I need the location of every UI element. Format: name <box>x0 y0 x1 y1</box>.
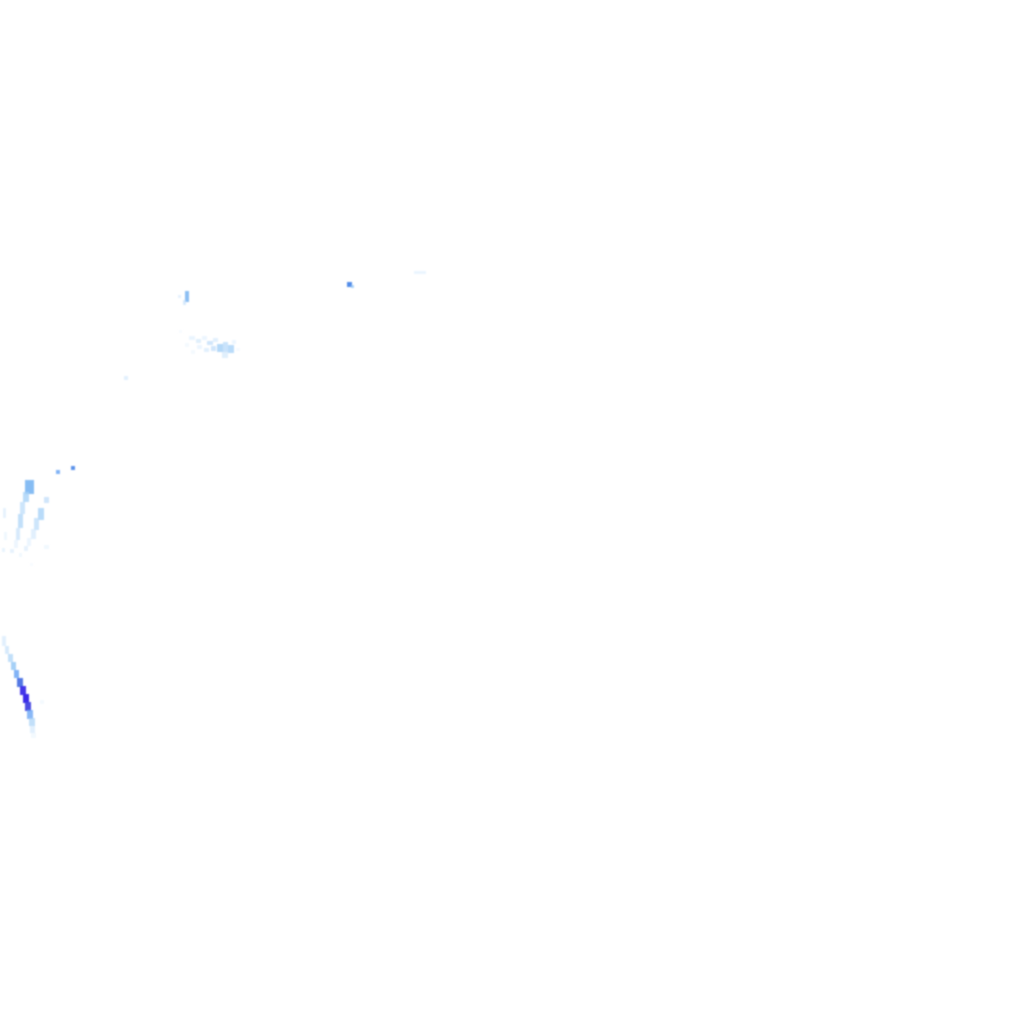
pixel-mark <box>124 376 128 380</box>
pixel-mark <box>24 546 28 551</box>
pixel-mark <box>11 662 16 670</box>
pixel-mark <box>30 726 35 733</box>
pixel-mark <box>204 348 209 352</box>
pixel-mark <box>222 352 228 358</box>
pixel-mark <box>27 538 31 546</box>
pixel-mark <box>31 733 36 738</box>
pixel-mark <box>185 343 189 347</box>
pixel-mark <box>228 345 234 353</box>
pixel-mark <box>179 330 182 333</box>
pixel-mark <box>5 646 9 654</box>
pixel-mark <box>40 700 44 704</box>
pixel-mark <box>183 300 186 305</box>
pixel-mark <box>23 492 29 502</box>
pixel-mark <box>202 336 207 340</box>
pixel-mark <box>232 340 236 344</box>
pixel-mark <box>14 540 18 548</box>
pixel-mark <box>31 529 36 539</box>
pixel-mark <box>18 514 23 528</box>
pixel-mark <box>16 528 20 540</box>
pixel-mark <box>10 549 14 553</box>
pixel-mark <box>34 518 39 530</box>
pixel-mark <box>189 336 195 340</box>
pixel-mark <box>44 497 49 503</box>
pixel-mark <box>19 553 22 557</box>
pixel-mark <box>217 344 223 352</box>
pixel-mark <box>8 654 13 662</box>
pixel-mark <box>2 548 5 552</box>
pixel-mark <box>25 702 31 711</box>
pixel-mark <box>211 346 216 351</box>
pixel-mark <box>347 282 352 287</box>
pixel-mark <box>3 508 6 518</box>
pixel-mark <box>30 563 33 566</box>
pixel-mark <box>4 532 7 540</box>
pixel-mark <box>56 470 60 474</box>
pixel-mark <box>27 710 33 719</box>
pixel-mark <box>191 350 195 354</box>
pixel-mark <box>185 291 189 302</box>
pixel-mark <box>196 339 201 343</box>
pixel-mark <box>14 670 19 678</box>
pixel-mark <box>236 348 240 351</box>
pixel-mark <box>44 545 49 549</box>
pixel-mark <box>178 295 181 298</box>
pixel-mark <box>17 678 23 687</box>
pixel-mark <box>20 686 26 695</box>
pixel-mark <box>197 345 202 349</box>
pixel-mark <box>25 480 34 494</box>
pixel-mark <box>20 502 25 514</box>
pixel-mark <box>351 285 354 288</box>
pixel-mark <box>414 271 426 274</box>
pixel-mark <box>29 718 35 726</box>
pixel-mark <box>213 338 218 342</box>
pixel-mark <box>23 694 29 703</box>
pixel-mark <box>207 341 213 345</box>
pixel-mark <box>71 466 75 470</box>
pixel-mark <box>2 636 6 646</box>
pixel-mark <box>38 508 44 520</box>
pixel-mark <box>223 342 228 352</box>
